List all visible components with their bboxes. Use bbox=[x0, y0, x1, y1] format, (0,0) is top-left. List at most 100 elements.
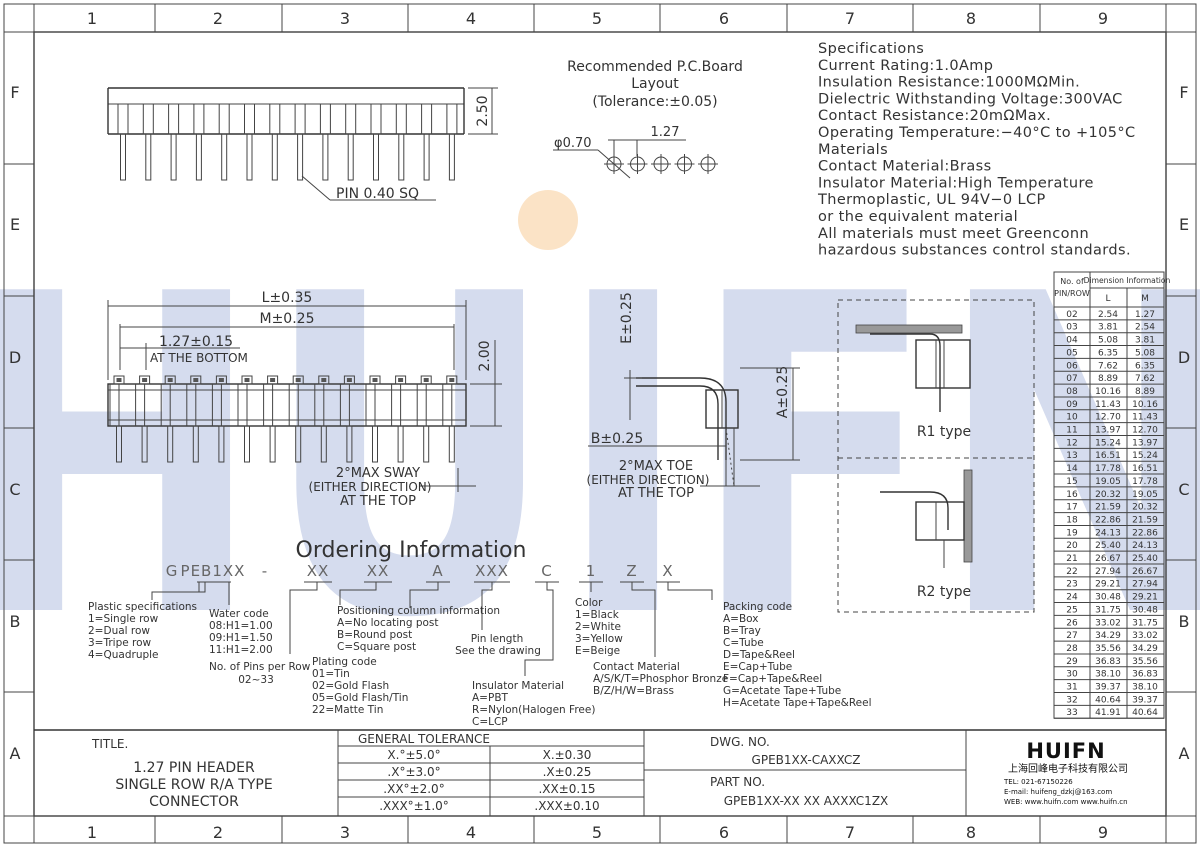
insulator-line: C=LCP bbox=[472, 716, 508, 728]
table-cell-l: 41.91 bbox=[1095, 708, 1121, 718]
pin-head-fill bbox=[167, 378, 173, 382]
table-cell-count: 08 bbox=[1066, 387, 1078, 397]
pin-body bbox=[142, 103, 154, 135]
table-header-m: M bbox=[1141, 294, 1149, 304]
title-label: TITLE. bbox=[91, 737, 128, 751]
pin-body bbox=[319, 103, 331, 135]
table-cell-count: 22 bbox=[1066, 567, 1077, 577]
table-cell-l: 24.13 bbox=[1095, 528, 1121, 538]
sway-line-1: 2°MAX SWAY bbox=[336, 466, 420, 481]
table-cell-count: 07 bbox=[1066, 374, 1077, 384]
side-a-dim: A±0.25 bbox=[775, 366, 791, 418]
toe-line-1: 2°MAX TOE bbox=[619, 459, 693, 474]
row-mark-left: E bbox=[10, 215, 20, 234]
pin-tail bbox=[295, 425, 302, 463]
table-header-count-2: PIN/ROW bbox=[1054, 289, 1090, 298]
tolerance-angle: .XXX°±1.0° bbox=[379, 799, 449, 813]
table-cell-l: 12.70 bbox=[1095, 413, 1121, 423]
table-cell-m: 6.35 bbox=[1135, 361, 1155, 371]
column-mark-bottom: 3 bbox=[340, 823, 350, 842]
plastic-spec-line: 2=Dual row bbox=[88, 625, 150, 637]
packing-code-line: B=Tray bbox=[723, 625, 761, 637]
table-cell-m: 5.08 bbox=[1135, 348, 1155, 358]
sway-line-3: AT THE TOP bbox=[340, 494, 416, 509]
row-mark-left: D bbox=[9, 348, 21, 367]
length-l-dim: L±0.35 bbox=[262, 290, 313, 306]
table-cell-m: 2.54 bbox=[1135, 323, 1155, 333]
table-cell-l: 5.08 bbox=[1098, 336, 1118, 346]
ordering-leader bbox=[151, 582, 206, 600]
pcb-title-line-2: Layout bbox=[631, 76, 679, 92]
table-cell-l: 35.56 bbox=[1095, 644, 1121, 654]
company-email: E-mail: huifeng_dzkj@163.com bbox=[1004, 788, 1112, 796]
drawing-frame bbox=[3, 3, 1197, 844]
table-cell-count: 02 bbox=[1066, 310, 1077, 320]
water-code-line: 09:H1=1.50 bbox=[209, 632, 273, 644]
spec-line: Insulation Resistance:1000MΩMin. bbox=[818, 75, 1080, 91]
pin-tail bbox=[195, 133, 202, 181]
side-e-dim: E±0.25 bbox=[619, 292, 635, 344]
pin-head-fill bbox=[295, 378, 301, 382]
table-cell-count: 27 bbox=[1066, 631, 1077, 641]
table-cell-l: 33.02 bbox=[1095, 618, 1121, 628]
table-cell-count: 20 bbox=[1066, 541, 1078, 551]
r2-type-label: R2 type bbox=[917, 584, 971, 600]
table-cell-m: 22.86 bbox=[1132, 528, 1158, 538]
color-line: 2=White bbox=[575, 621, 621, 633]
pin-tail bbox=[346, 425, 353, 463]
pin-tail bbox=[167, 425, 174, 463]
pin-body bbox=[446, 103, 458, 135]
ordering-code-part: XXX bbox=[475, 562, 509, 580]
row-mark-right: D bbox=[1178, 348, 1190, 367]
contact-material-line: A/S/K/T=Phosphor Bronze bbox=[593, 673, 728, 685]
table-cell-count: 30 bbox=[1066, 670, 1078, 680]
table-cell-count: 24 bbox=[1066, 593, 1078, 603]
column-mark-top: 3 bbox=[340, 9, 350, 28]
insulator-line: A=PBT bbox=[472, 692, 509, 704]
pin-body bbox=[117, 103, 129, 135]
side-view: E±0.25 A±0.25 B±0.25 2°MAX TOE (EITHER D… bbox=[587, 292, 800, 501]
table-cell-m: 3.81 bbox=[1135, 336, 1155, 346]
pin-tail bbox=[297, 133, 304, 181]
contact-material-line: Contact Material bbox=[593, 661, 680, 673]
color-line: E=Beige bbox=[575, 645, 620, 657]
column-mark-bottom: 2 bbox=[213, 823, 223, 842]
side-b-dim: B±0.25 bbox=[591, 431, 644, 447]
pin-body bbox=[345, 103, 357, 135]
color-line: Color bbox=[575, 597, 603, 609]
table-cell-l: 11.43 bbox=[1095, 400, 1121, 410]
tolerance-linear: .X±0.25 bbox=[543, 765, 592, 779]
pin-tail bbox=[246, 133, 253, 181]
plastic-spec-line: 4=Quadruple bbox=[88, 649, 159, 661]
r1-type-label: R1 type bbox=[917, 424, 971, 440]
part-no-label: PART NO. bbox=[710, 775, 765, 789]
column-mark-bottom: 4 bbox=[466, 823, 476, 842]
table-cell-m: 16.51 bbox=[1132, 464, 1158, 474]
ordering-code-part: G bbox=[166, 562, 179, 580]
insulator-line: R=Nylon(Halogen Free) bbox=[472, 704, 595, 716]
table-cell-l: 22.86 bbox=[1095, 515, 1121, 525]
pin-tail bbox=[170, 133, 177, 181]
table-cell-l: 13.97 bbox=[1095, 426, 1121, 436]
tolerance-angle: X.°±5.0° bbox=[387, 748, 440, 762]
table-cell-count: 04 bbox=[1066, 336, 1078, 346]
pin-tail bbox=[192, 425, 199, 463]
table-cell-l: 15.24 bbox=[1095, 438, 1121, 448]
table-cell-m: 11.43 bbox=[1132, 413, 1158, 423]
table-cell-l: 16.51 bbox=[1095, 451, 1121, 461]
pin-tail bbox=[448, 425, 455, 463]
table-cell-m: 31.75 bbox=[1132, 618, 1158, 628]
pin-tail bbox=[397, 425, 404, 463]
table-cell-count: 14 bbox=[1066, 464, 1078, 474]
table-cell-m: 39.37 bbox=[1132, 695, 1158, 705]
table-header-l: L bbox=[1105, 294, 1110, 304]
ordering-code-part: Z bbox=[626, 562, 637, 580]
table-cell-m: 33.02 bbox=[1132, 631, 1158, 641]
row-mark-left: A bbox=[10, 744, 21, 763]
positioning-line: B=Round post bbox=[337, 629, 412, 641]
spec-line: Insulator Material:High Temperature bbox=[818, 175, 1094, 191]
ordering-code-part: XX bbox=[367, 562, 390, 580]
